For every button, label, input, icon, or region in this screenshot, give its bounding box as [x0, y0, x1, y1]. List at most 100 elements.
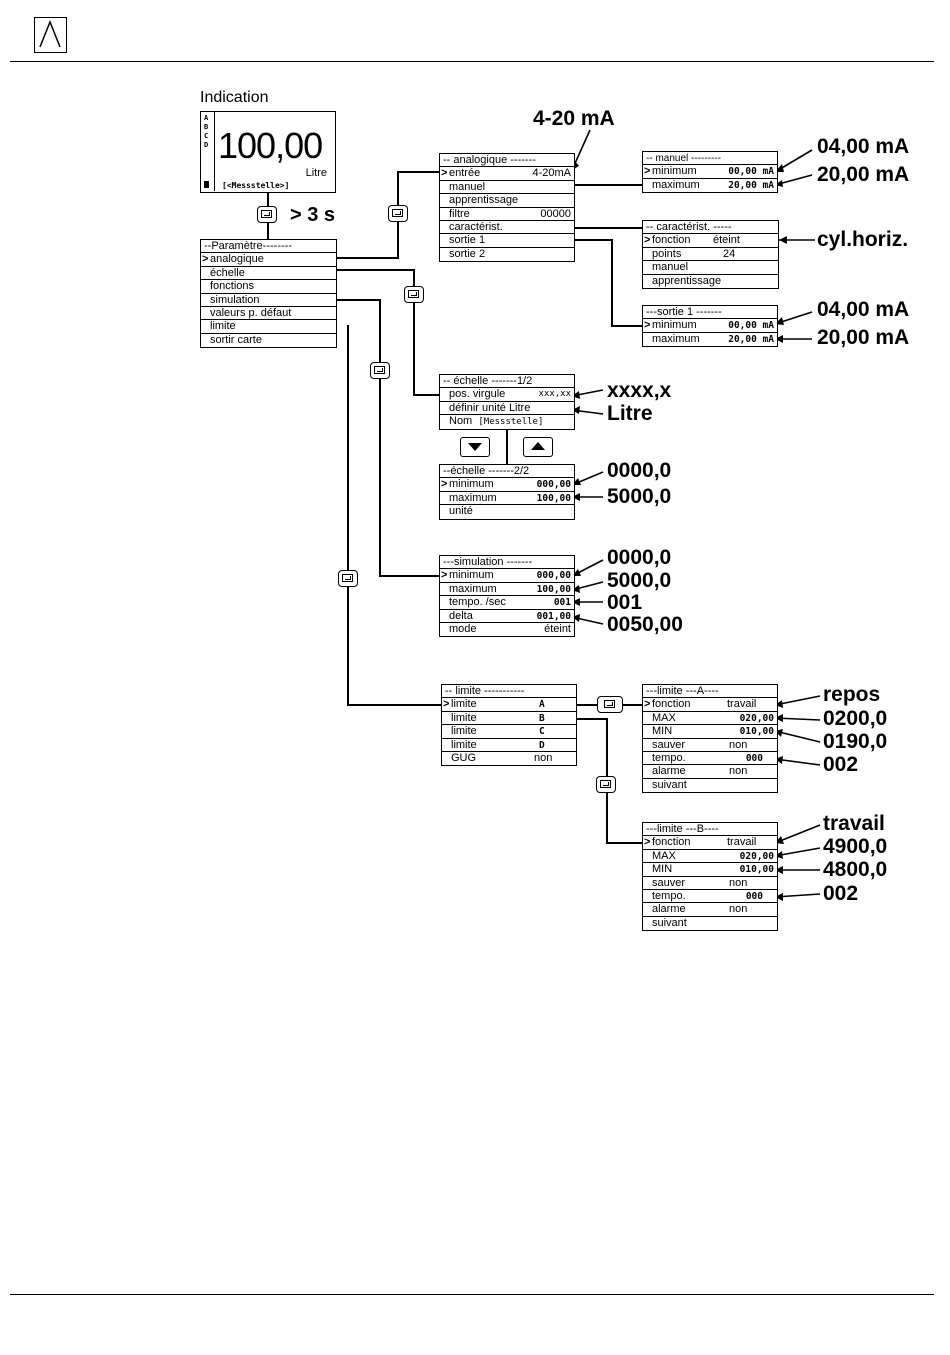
menu-item-suivant[interactable]: suivant	[652, 778, 687, 791]
echelle1-callout-virgule: xxxx,x	[607, 379, 672, 402]
menu-item-tempo[interactable]: tempo.000	[643, 752, 777, 766]
up-arrow-key-icon[interactable]	[523, 437, 553, 457]
menu-title: ---sortie 1 -------	[643, 306, 777, 320]
hold-label: > 3 s	[290, 204, 336, 226]
enter-key-icon[interactable]	[597, 696, 623, 713]
menu-title: ---limite ---A----	[643, 685, 777, 699]
enter-key-icon[interactable]	[388, 205, 408, 222]
menu-item-manuel[interactable]: manuel	[643, 261, 778, 275]
menu-item-definir-unite[interactable]: définir unité Litre	[440, 402, 574, 416]
menu-item-apprentissage[interactable]: apprentissage	[652, 274, 722, 287]
menu-item-unite[interactable]: unité	[449, 505, 473, 518]
echelle1-callout-unite: Litre	[607, 402, 653, 425]
menu-item-fonctions[interactable]: fonctions	[201, 280, 336, 294]
menu-item-manuel[interactable]: manuel	[440, 181, 574, 195]
menu-item-sortie2[interactable]: sortie 2	[449, 247, 486, 260]
menu-title: -- caractérist. -----	[643, 221, 778, 235]
menu-item-tempo[interactable]: tempo.000	[643, 890, 777, 904]
simulation-callout-tempo: 001	[607, 591, 643, 614]
menu-item-limite[interactable]: limite	[201, 320, 336, 334]
manuel-callout-max: 20,00 mA	[817, 163, 910, 186]
menu-title: -- limite -----------	[442, 685, 576, 699]
limite-b-callout-min: 4800,0	[823, 858, 888, 881]
menu-item-echelle[interactable]: échelle	[201, 267, 336, 281]
enter-key-icon[interactable]	[596, 776, 616, 793]
echelle2-callout-max: 5000,0	[607, 485, 672, 508]
down-arrow-key-icon[interactable]	[460, 437, 490, 457]
menu-item-apprentissage[interactable]: apprentissage	[440, 194, 574, 208]
simulation-callout-min: 0000,0	[607, 546, 672, 569]
menu-item-simulation[interactable]: simulation	[201, 294, 336, 307]
analogique-callout: 4-20 mA	[533, 107, 615, 130]
menu-item-sortie1[interactable]: sortie 1	[440, 234, 574, 248]
limite-b-callout-tempo: 002	[823, 882, 859, 905]
menu-item-nom[interactable]: Nom [Messstelle]	[449, 415, 544, 428]
menu-title: --échelle -------2/2	[440, 465, 574, 479]
limite-a-callout-min: 0190,0	[823, 730, 888, 753]
indication-tag: [<Messstelle>]	[222, 181, 290, 190]
simulation-callout-max: 5000,0	[607, 569, 672, 592]
menu-item-sortir-carte[interactable]: sortir carte	[210, 333, 262, 346]
limite-a-callout-tempo: 002	[823, 753, 859, 776]
header-rule	[10, 61, 934, 62]
echelle2-callout-min: 0000,0	[607, 459, 672, 482]
menu-title: -- analogique -------	[440, 154, 574, 168]
limite-b-callout-fonction: travail	[823, 812, 885, 835]
footer-rule	[10, 1294, 934, 1295]
manuel-callout-min: 04,00 mA	[817, 135, 910, 158]
caracterist-callout: cyl.horiz.	[817, 228, 909, 251]
menu-item-valeurs-defaut[interactable]: valeurs p. défaut	[201, 307, 336, 321]
enter-key-icon[interactable]	[338, 570, 358, 587]
menu-item-caracterist[interactable]: caractérist.	[440, 221, 574, 235]
enter-key-icon[interactable]	[257, 206, 277, 223]
parametre-menu: --Paramètre-------- >analogique échelle …	[200, 239, 337, 349]
enter-key-icon[interactable]	[404, 286, 424, 303]
enter-key-icon[interactable]	[370, 362, 390, 379]
menu-item-analogique[interactable]: >analogique	[201, 253, 336, 267]
indication-value: 100,00	[218, 125, 323, 166]
limite-b-callout-max: 4900,0	[823, 835, 888, 858]
logo-icon	[34, 17, 67, 53]
indication-title: Indication	[200, 89, 269, 106]
menu-item-suivant[interactable]: suivant	[652, 916, 687, 929]
